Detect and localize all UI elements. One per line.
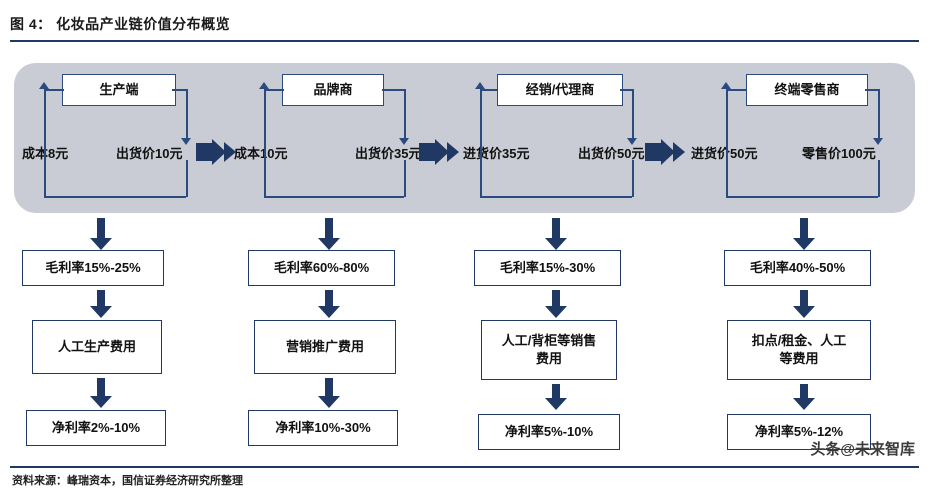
watermark-text: 头条@未来智库 (810, 441, 915, 458)
s4-bottom-horiz (726, 196, 878, 198)
flow-arrow-1-gross (90, 218, 112, 250)
flow-arrow-3-cost (545, 290, 567, 318)
stage-node-1: 生产端 (62, 74, 176, 106)
net-margin-box-3: 净利率5%-10% (478, 414, 620, 450)
flow-arrow-1-cost (90, 290, 112, 318)
flow-arrow-1-net (90, 378, 112, 408)
s1-left-arrowhead (39, 82, 49, 89)
s3-left-arrowhead (475, 82, 485, 89)
cost-box-2: 营销推广费用 (254, 320, 396, 374)
cost-box-3: 人工/背柜等销售 费用 (481, 320, 617, 380)
s2-left-horiz (264, 89, 284, 91)
stage-node-4: 终端零售商 (746, 74, 868, 106)
s3-right-horiz (620, 89, 633, 91)
gross-margin-box-4: 毛利率40%-50% (724, 250, 871, 286)
stage-2-in-label: 成本10元 (234, 146, 288, 161)
s1-right-vert (186, 89, 188, 141)
s3-right-arrowhead (627, 138, 637, 145)
s1-left-horiz (44, 89, 64, 91)
stage-3-out-label: 出货价50元 (578, 146, 645, 161)
s4-right-arrowhead (873, 138, 883, 145)
stage-4-in-label: 进货价50元 (691, 146, 758, 161)
s2-left-arrowhead (259, 82, 269, 89)
s2-right-arrowhead (399, 138, 409, 145)
s1-left-vert (44, 89, 46, 149)
chevron-arrow-2 (419, 139, 463, 165)
s4-right-down (878, 160, 880, 197)
s2-bottom-horiz (264, 196, 404, 198)
footer-divider (10, 466, 919, 468)
net-margin-box-2: 净利率10%-30% (248, 410, 398, 446)
flow-arrow-3-net (545, 384, 567, 410)
s4-left-arrowhead (721, 82, 731, 89)
s2-right-horiz (382, 89, 405, 91)
s3-right-vert (632, 89, 634, 141)
s1-right-down (186, 160, 188, 197)
stage-3-in-label: 进货价35元 (463, 146, 530, 161)
chevron-arrow-1 (196, 139, 240, 165)
s1-left-down (44, 149, 46, 197)
source-note: 资料来源：峰瑞资本，国信证券经济研究所整理 (12, 475, 243, 487)
stage-2-out-label: 出货价35元 (355, 146, 422, 161)
chevron-arrow-3 (645, 139, 689, 165)
s3-right-down (632, 160, 634, 197)
s2-right-vert (404, 89, 406, 141)
flow-arrow-2-cost (318, 290, 340, 318)
s3-left-down (480, 149, 482, 197)
page-title: 图 4： 化妆品产业链价值分布概览 (10, 16, 231, 32)
flow-arrow-4-cost (793, 290, 815, 318)
stage-node-3: 经销/代理商 (497, 74, 623, 106)
cost-box-1: 人工生产费用 (32, 320, 162, 374)
cost-box-4: 扣点/租金、人工 等费用 (727, 320, 871, 380)
net-margin-box-4: 净利率5%-12% (727, 414, 871, 450)
gross-margin-box-2: 毛利率60%-80% (248, 250, 395, 286)
gross-margin-box-3: 毛利率15%-30% (474, 250, 621, 286)
s3-left-vert (480, 89, 482, 149)
s4-right-horiz (865, 89, 879, 91)
flow-arrow-4-gross (793, 218, 815, 250)
s2-right-down (404, 160, 406, 197)
watermark: 头条@未来智库 (810, 438, 915, 459)
stage-1-out-label: 出货价10元 (116, 146, 183, 161)
s2-left-vert (264, 89, 266, 149)
s4-left-down (726, 149, 728, 197)
s1-right-arrowhead (181, 138, 191, 145)
stage-node-2: 品牌商 (282, 74, 384, 106)
s4-right-vert (878, 89, 880, 141)
s1-bottom-horiz (44, 196, 186, 198)
s4-left-vert (726, 89, 728, 149)
net-margin-box-1: 净利率2%-10% (26, 410, 166, 446)
stage-4-out-label: 零售价100元 (802, 146, 876, 161)
s3-bottom-horiz (480, 196, 632, 198)
s2-left-down (264, 149, 266, 197)
flow-arrow-2-net (318, 378, 340, 408)
gross-margin-box-1: 毛利率15%-25% (22, 250, 164, 286)
title-divider (10, 40, 919, 42)
flow-arrow-2-gross (318, 218, 340, 250)
s4-left-horiz (726, 89, 747, 91)
s1-right-horiz (172, 89, 187, 91)
flow-arrow-3-gross (545, 218, 567, 250)
s3-left-horiz (480, 89, 498, 91)
flow-arrow-4-net (793, 384, 815, 410)
